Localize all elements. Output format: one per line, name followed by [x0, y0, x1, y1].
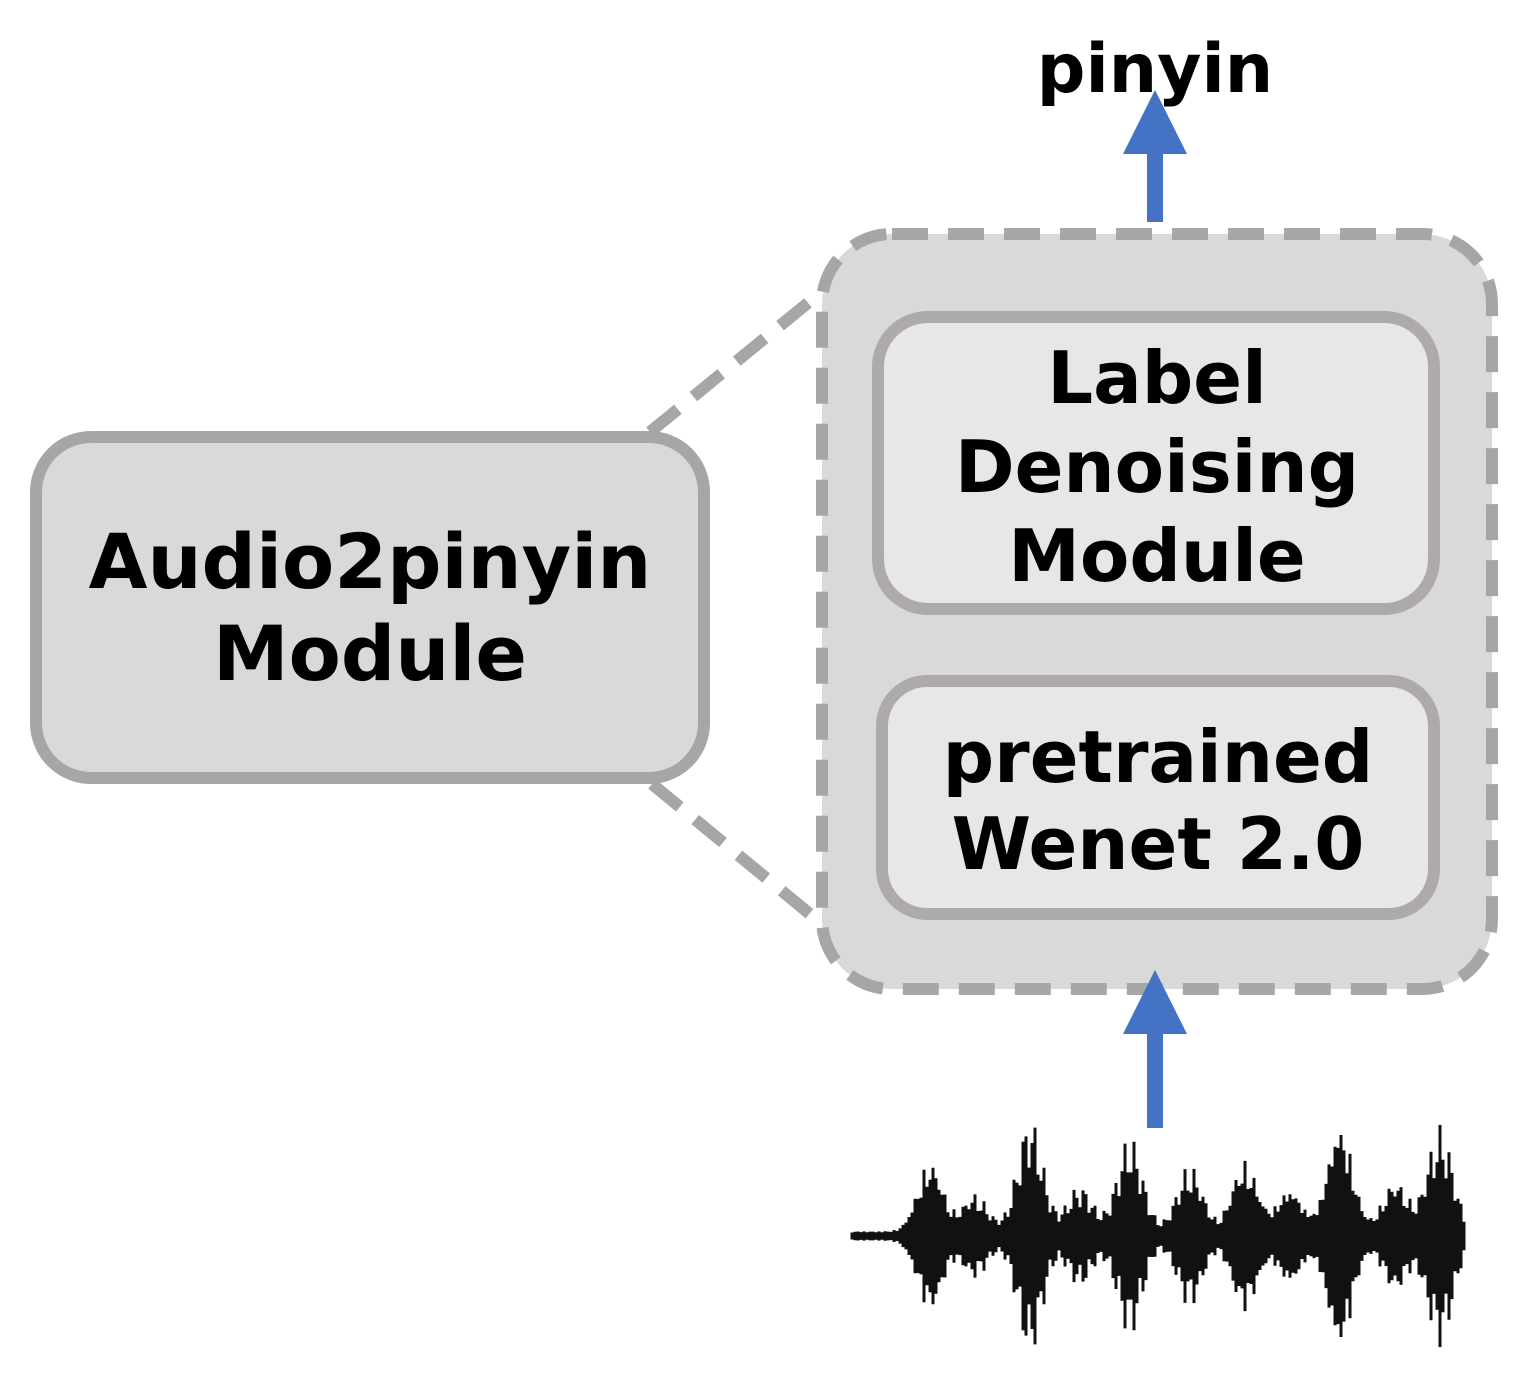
pretrained-wenet-module-box: pretrained Wenet 2.0 — [876, 675, 1440, 920]
audio-waveform-icon — [850, 1125, 1466, 1347]
label-denoising-line1: Label — [1047, 336, 1267, 420]
audio2pinyin-label-line1: Audio2pinyin — [89, 517, 652, 606]
zoom-connector-bottom — [648, 779, 860, 957]
audio2pinyin-label-line2: Module — [213, 609, 527, 698]
label-denoising-module-box: Label Denoising Module — [872, 311, 1440, 615]
audio2pinyin-module-box: Audio2pinyin Module — [30, 431, 710, 784]
label-denoising-line2: Denoising — [955, 425, 1359, 509]
pretrained-wenet-line1: pretrained — [943, 715, 1374, 799]
pretrained-wenet-line2: Wenet 2.0 — [952, 802, 1365, 886]
output-pinyin-label: pinyin — [1037, 30, 1273, 109]
zoom-connector-top — [646, 257, 862, 437]
label-denoising-line3: Module — [1008, 514, 1305, 598]
waveform-path — [850, 1125, 1466, 1347]
